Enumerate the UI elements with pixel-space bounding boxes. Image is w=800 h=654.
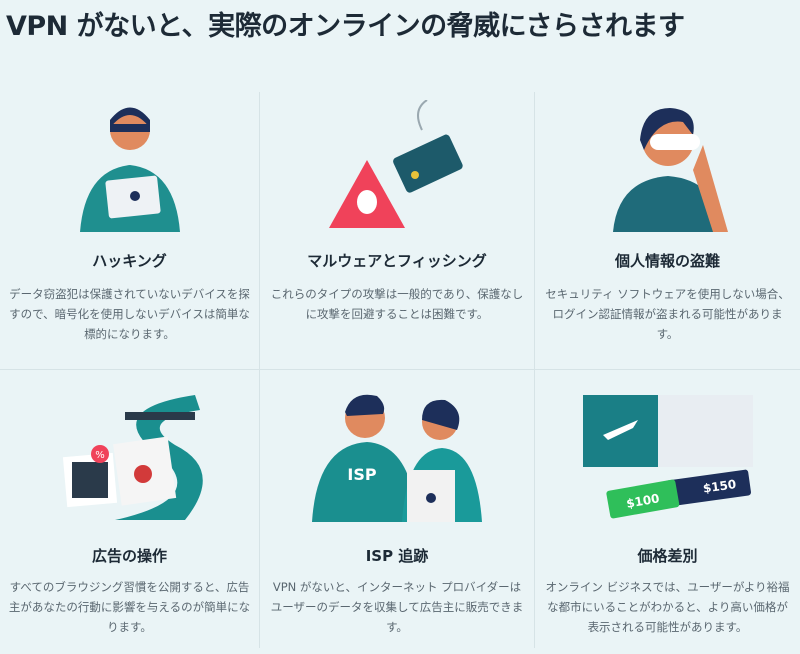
ad-manipulation-illustration: % [62,395,203,520]
card-description: VPN がないと、インターネット プロバイダーはユーザーのデータを収集して広告主… [270,580,524,634]
card-identity-theft: 個人情報の盗難 セキュリティ ソフトウェアを使用しない場合、ログイン認証情報が盗… [534,92,800,370]
card-description: オンライン ビジネスでは、ユーザーがより裕福な都市にいることがわかると、より高い… [545,580,790,634]
card-malware: マルウェアとフィッシング これらのタイプの攻撃は一般的であり、保護なしに攻撃を回… [259,92,534,370]
card-title: ISP 追跡 [365,547,429,565]
card-price-discrimination: $150 $100 価格差別 オンライン ビジネスでは、ユーザーがより裕福な都市… [534,370,800,648]
card-title: マルウェアとフィッシング [307,252,487,270]
identity-theft-illustration [612,108,728,232]
card-title: 価格差別 [637,547,698,565]
malware-phishing-illustration [329,100,463,228]
price-discrimination-illustration: $150 $100 [582,395,753,519]
card-description: データ窃盗犯は保護されていないデバイスを探すので、暗号化を使用しないデバイスは簡… [9,287,250,341]
page-title: VPN がないと、実際のオンラインの脅威にさらされます [6,11,685,42]
card-description: すべてのブラウジング習慣を公開すると、広告主があなたの行動に影響を与えるのが簡単… [8,580,251,634]
isp-shirt-text: ISP [347,465,376,484]
threat-grid: ハッキング データ窃盗犯は保護されていないデバイスを探すので、暗号化を使用しない… [0,92,800,648]
card-description: これらのタイプの攻撃は一般的であり、保護なしに攻撃を回避することは困難です。 [270,287,524,321]
card-title: 広告の操作 [91,547,167,565]
hacker-illustration [79,107,180,232]
price-tag-150: $150 [702,477,737,496]
card-ad-manipulation: % 広告の操作 すべてのブラウジング習慣を公開すると、広告主があなたの行動に影響… [0,370,259,648]
card-description: セキュリティ ソフトウェアを使用しない場合、ログイン認証情報が盗まれる可能性があ… [545,287,790,341]
card-title: ハッキング [92,252,167,270]
isp-tracking-illustration: ISP [312,394,482,522]
price-tag-100: $100 [625,491,660,511]
card-title: 個人情報の盗難 [614,252,720,270]
percent-badge-text: % [95,450,105,461]
card-hacking: ハッキング データ窃盗犯は保護されていないデバイスを探すので、暗号化を使用しない… [0,92,259,370]
card-isp-tracking: ISP ISP 追跡 VPN がないと、インターネット プロバイダーはユーザーの… [259,370,534,648]
